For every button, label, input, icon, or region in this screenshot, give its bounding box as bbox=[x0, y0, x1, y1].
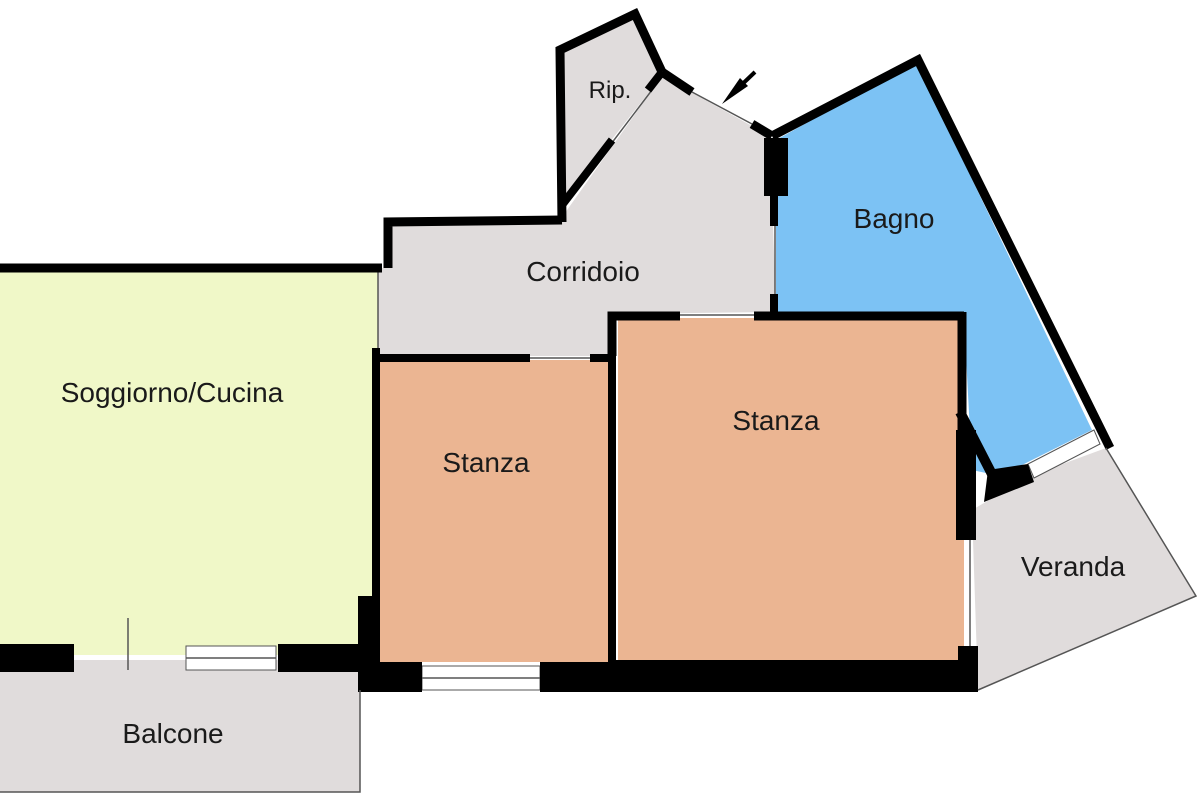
label-soggiorno: Soggiorno/Cucina bbox=[61, 377, 284, 408]
wall-bagno-corner bbox=[984, 464, 1034, 502]
wall-bagno-outer bbox=[769, 53, 1115, 450]
wall-corridoio-top bbox=[383, 215, 563, 268]
wall-entrance-left bbox=[659, 68, 695, 96]
wall-stanza-veranda-thick bbox=[956, 430, 976, 540]
entrance-door-line bbox=[691, 91, 753, 125]
bagno-area bbox=[776, 62, 1092, 476]
bagno-window bbox=[1027, 429, 1101, 479]
wall-bottom-mid bbox=[278, 644, 362, 672]
wall-rip-diag-top bbox=[644, 69, 666, 93]
wall-stanza-large-top bbox=[607, 311, 680, 356]
wall-bottom-stanza-right bbox=[540, 662, 978, 692]
wall-bottom-stanza-left bbox=[358, 662, 422, 692]
balcone-outline bbox=[0, 690, 361, 793]
wall-bagno-corridoio bbox=[770, 190, 778, 226]
entrance-arrow-icon bbox=[722, 70, 757, 104]
label-corridoio: Corridoio bbox=[526, 256, 640, 287]
label-stanza-large: Stanza bbox=[732, 405, 820, 436]
wall-bagno-corridoio-low bbox=[770, 294, 778, 312]
wall-ripostiglio bbox=[555, 7, 667, 223]
corridoio-area bbox=[378, 76, 776, 356]
stanza-large-area bbox=[618, 318, 964, 662]
label-veranda: Veranda bbox=[1021, 551, 1126, 582]
balcone-area bbox=[0, 660, 360, 792]
veranda-area bbox=[972, 448, 1196, 690]
label-stanza-small: Stanza bbox=[442, 447, 530, 478]
label-ripostiglio: Rip. bbox=[589, 77, 632, 104]
wall-rip-diag bbox=[558, 137, 616, 208]
wall-bottom-left bbox=[0, 644, 74, 672]
label-balcone: Balcone bbox=[122, 718, 223, 749]
rip-door-line bbox=[607, 85, 656, 149]
stanza-small-area bbox=[380, 360, 610, 662]
label-bagno: Bagno bbox=[854, 203, 935, 234]
soggiorno-area bbox=[0, 268, 378, 655]
ripostiglio-area bbox=[560, 14, 662, 205]
wall-bagno-corridoio-thick bbox=[764, 138, 788, 196]
wall-entrance-right bbox=[749, 120, 775, 140]
veranda-outline bbox=[977, 447, 1198, 691]
